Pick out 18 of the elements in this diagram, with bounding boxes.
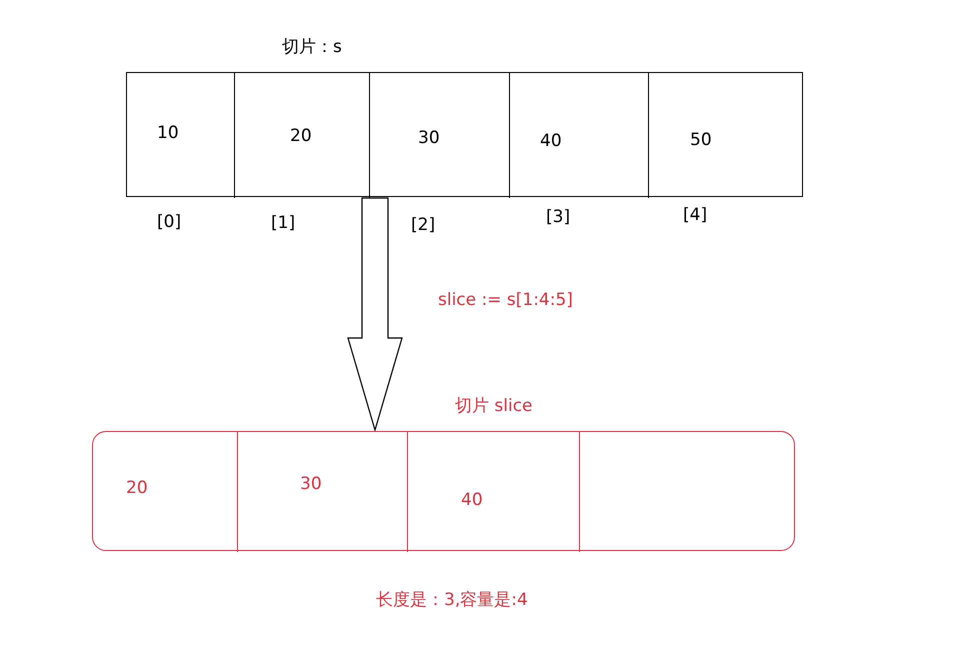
cell-value: 30 xyxy=(300,474,322,494)
cell-value: 30 xyxy=(418,128,440,148)
edge-label: slice := s[1:4:5] xyxy=(438,290,573,310)
cell-value: 20 xyxy=(290,126,312,146)
cell-value: 40 xyxy=(461,490,483,510)
array-title: 切片 slice xyxy=(455,395,533,417)
block-arrow xyxy=(347,197,403,432)
cell-value: 10 xyxy=(157,123,179,143)
index-label: [3] xyxy=(546,207,570,227)
index-label: [2] xyxy=(411,215,436,235)
index-label: [1] xyxy=(271,213,296,233)
array-title: 切片：s xyxy=(282,36,342,58)
cell-value: 50 xyxy=(690,130,712,150)
note-text: 长度是：3,容量是:4 xyxy=(376,589,528,611)
index-label: [0] xyxy=(157,212,182,232)
cell-value: 20 xyxy=(126,478,148,498)
cell-value: 40 xyxy=(540,131,562,151)
index-label: [4] xyxy=(683,205,708,225)
